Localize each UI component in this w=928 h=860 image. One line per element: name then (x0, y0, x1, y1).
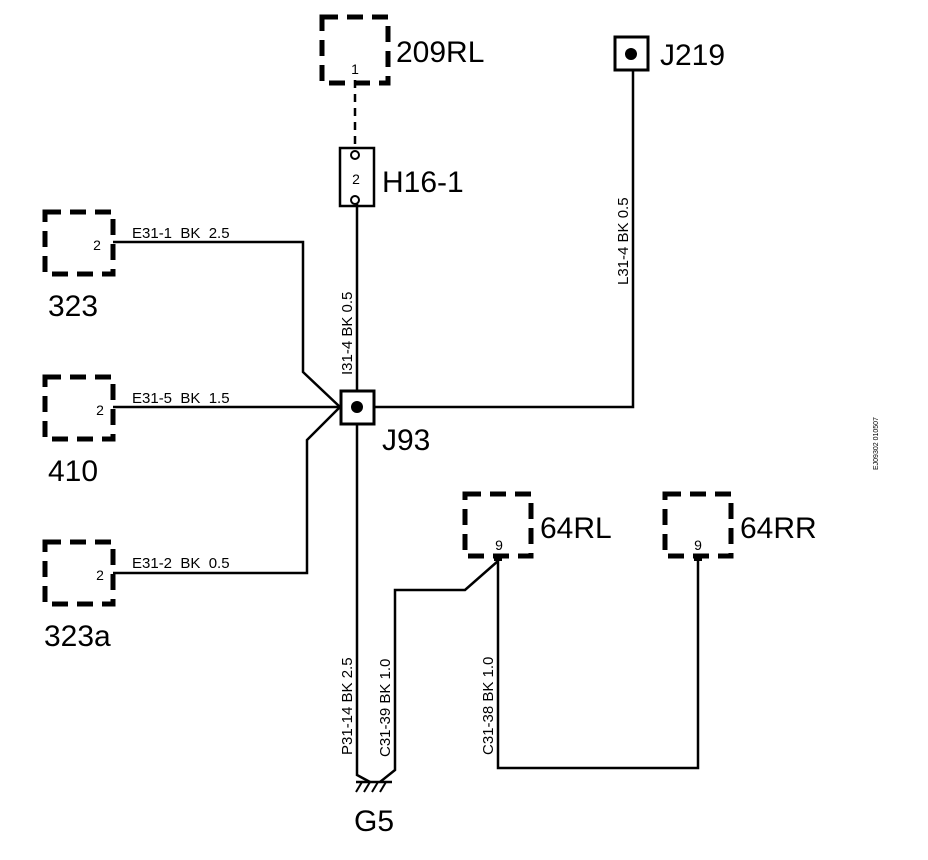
splice-h16-pin: 2 (352, 171, 360, 187)
connector-323a-label: 323a (44, 620, 111, 653)
wire-e31-1-label: E31-1 BK 2.5 (132, 225, 230, 242)
wire-e31-2-label: E31-2 BK 0.5 (132, 555, 230, 572)
wire-p31-14 (355, 424, 371, 784)
junction-j219-label: J219 (660, 39, 725, 72)
connector-209rl-label: 209RL (396, 36, 484, 69)
wire-p31-14-label: P31-14 BK 2.5 (339, 657, 356, 755)
wire-c31-39-label: C31-39 BK 1.0 (377, 659, 394, 757)
junction-j219-dot (625, 48, 637, 60)
ground-g5-label: G5 (354, 805, 394, 838)
connector-64rl-pin: 9 (495, 537, 503, 553)
figure-id: EJ09302 010507 (873, 417, 880, 470)
connector-64rr-pin: 9 (694, 537, 702, 553)
connector-323-label: 323 (48, 290, 98, 323)
connector-410-box (42, 374, 116, 442)
wire-c31-38 (496, 561, 700, 770)
wire-l31-4 (374, 70, 635, 409)
wire-l31-4-label: L31-4 BK 0.5 (615, 197, 632, 285)
ground-g5-symbol (355, 780, 392, 793)
junction-j93-dot (351, 401, 363, 413)
connector-64rr-terminal (694, 555, 702, 561)
splice-h16-bottom-terminal (350, 195, 360, 205)
connector-64rr-label: 64RR (740, 512, 817, 545)
junction-j93-label: J93 (382, 424, 430, 457)
wire-e31-1 (113, 240, 341, 408)
connector-64rl-label: 64RL (540, 512, 612, 545)
connector-323-pin: 2 (93, 237, 101, 253)
connector-323a-box (42, 539, 116, 607)
wire-i31-4-label: I31-4 BK 0.5 (339, 292, 356, 375)
connector-209rl-pin: 1 (351, 61, 359, 77)
wire-e31-2 (113, 406, 341, 575)
splice-h16-label: H16-1 (382, 166, 464, 199)
connector-410-label: 410 (48, 455, 98, 488)
splice-h16-top-terminal (350, 150, 360, 160)
wire-c31-38-label: C31-38 BK 1.0 (480, 657, 497, 755)
connector-323a-pin: 2 (96, 567, 104, 583)
wire-e31-5-label: E31-5 BK 1.5 (132, 390, 230, 407)
connector-323-box (42, 209, 116, 277)
splice-h16-box (338, 146, 376, 208)
wire-c31-39 (379, 560, 499, 783)
connector-410-pin: 2 (96, 402, 104, 418)
connector-64rl-terminal (494, 555, 502, 561)
